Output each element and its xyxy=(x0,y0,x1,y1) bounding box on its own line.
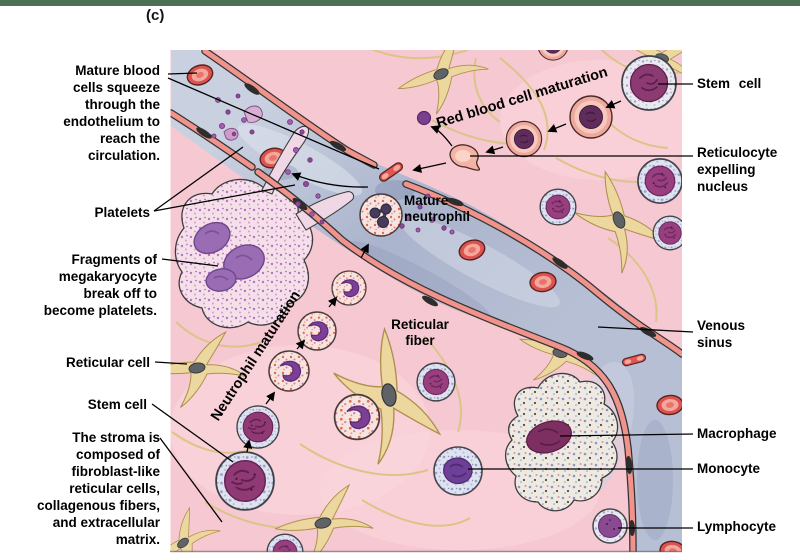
label-mature-blood: Mature blood cells squeeze through the e… xyxy=(63,63,160,163)
leader-stem-cell-left xyxy=(151,403,234,463)
leader-lines xyxy=(151,72,694,529)
label-reticulocyte: Reticulocyte expelling nucleus xyxy=(697,145,778,194)
label-reticular-fiber: Reticular fiber xyxy=(391,317,449,348)
leader-platelets-2 xyxy=(153,184,296,212)
rbc-maturation-cells xyxy=(416,50,677,171)
panel-letter: (c) xyxy=(146,7,165,24)
reticulocyte-cell xyxy=(449,144,481,171)
megakaryocyte-nucleus xyxy=(193,221,265,292)
top-accent-bar xyxy=(0,0,800,6)
leader-mature-blood-2 xyxy=(167,77,380,170)
label-fragments: Fragments of megakaryocyte break off to … xyxy=(43,252,157,318)
label-lymphocyte: Lymphocyte xyxy=(697,519,777,534)
label-venous-sinus: Venous sinus xyxy=(697,318,746,350)
label-mature-neutrophil: Mature neutrophil xyxy=(404,193,470,224)
label-platelets: Platelets xyxy=(94,205,150,220)
label-stroma: The stroma is composed of fibroblast-lik… xyxy=(36,430,160,547)
lymphocyte-cell xyxy=(592,508,628,544)
leader-fragments xyxy=(161,258,219,267)
label-stem-cell-right: Stem cell xyxy=(697,76,762,91)
megakaryocyte xyxy=(174,105,355,329)
leader-macrophage xyxy=(559,433,694,437)
label-stem-cell-left: Stem cell xyxy=(87,397,147,412)
leader-reticular-cell xyxy=(154,361,188,365)
leader-mature-blood-1 xyxy=(167,72,198,75)
label-macrophage: Macrophage xyxy=(697,426,777,441)
expelled-nucleus xyxy=(416,110,432,126)
macrophage-cell xyxy=(505,372,619,512)
label-monocyte: Monocyte xyxy=(697,461,761,476)
mature-neutrophil-cell xyxy=(359,193,403,237)
leader-venous-sinus xyxy=(597,326,694,333)
maturation-arrows xyxy=(243,99,622,453)
leader-stroma xyxy=(159,437,223,523)
monocyte-cell xyxy=(433,446,483,496)
label-reticular-cell: Reticular cell xyxy=(65,355,150,370)
leader-platelets-1 xyxy=(153,146,244,212)
